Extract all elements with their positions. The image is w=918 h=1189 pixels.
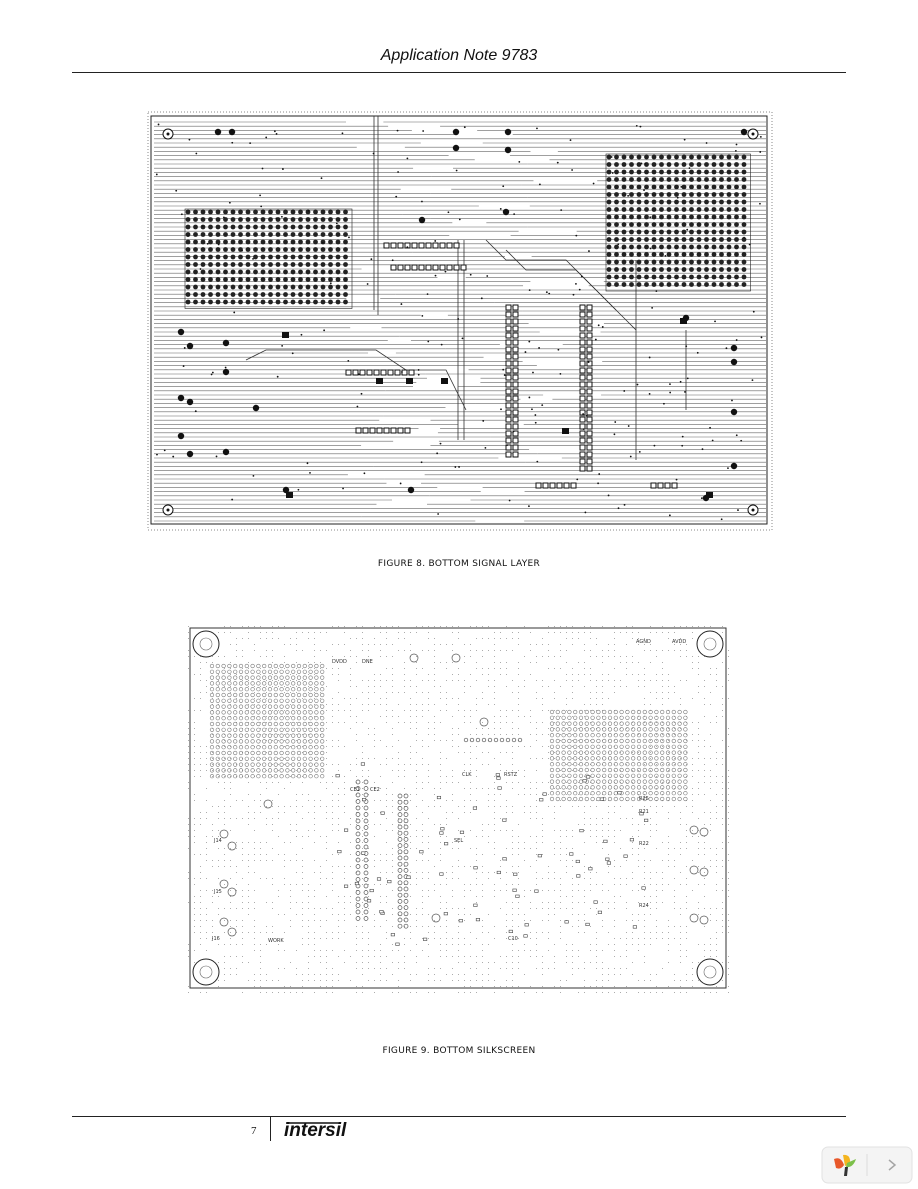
- silkscreen-label: CE1: [350, 787, 360, 793]
- page-header-title: Application Note 9783: [0, 47, 918, 65]
- silkscreen-label: WORK: [268, 938, 284, 944]
- silkscreen-label: RSTZ: [504, 772, 518, 778]
- figure-8-caption: FIGURE 8. BOTTOM SIGNAL LAYER: [0, 559, 918, 569]
- figure-9-caption: FIGURE 9. BOTTOM SILKSCREEN: [0, 1046, 918, 1056]
- intersil-logo: intersil: [280, 1117, 360, 1141]
- silkscreen-label: AVDD: [672, 639, 686, 645]
- silkscreen-label: J14: [213, 838, 222, 844]
- pcb-bottom-signal-layer-figure: [146, 110, 774, 532]
- silkscreen-label: DVDD: [332, 659, 347, 665]
- footer-separator: [270, 1117, 271, 1141]
- silkscreen-label: R24: [639, 903, 649, 909]
- silkscreen-label: J15: [213, 889, 222, 895]
- header-rule: [72, 72, 846, 73]
- chevron-right-icon[interactable]: [885, 1157, 899, 1173]
- silkscreen-label: SEL: [454, 838, 463, 844]
- silkscreen-label: AGND: [636, 639, 651, 645]
- silkscreen-label: DNE: [362, 659, 373, 665]
- footer-rule: [72, 1116, 846, 1117]
- silkscreen-label: R22: [639, 841, 649, 847]
- silkscreen-label: CLK: [462, 772, 472, 778]
- silkscreen-label: CE2: [370, 787, 380, 793]
- silkscreen-label: R25: [639, 796, 649, 802]
- silkscreen-label: R21: [639, 809, 649, 815]
- silkscreen-label: C10: [508, 936, 518, 942]
- silkscreen-label: J16: [211, 936, 220, 942]
- page-number: 7: [251, 1125, 257, 1137]
- swirl-logo-icon[interactable]: [831, 1152, 859, 1178]
- page-viewer-controls: [821, 1146, 913, 1184]
